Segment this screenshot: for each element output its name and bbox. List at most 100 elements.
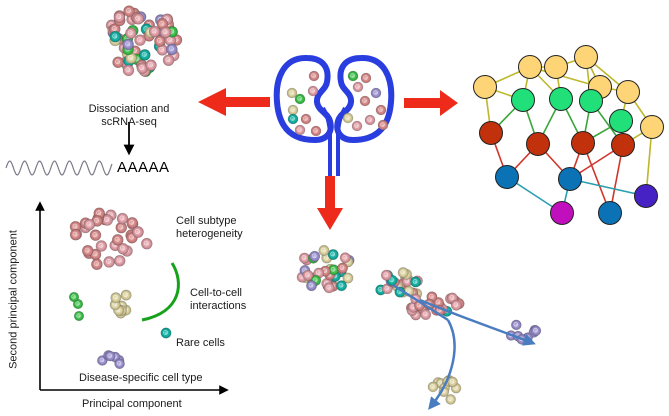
- cell-icon: [81, 244, 94, 257]
- network-node: [598, 201, 622, 225]
- trajectory-branch-right: [419, 298, 536, 346]
- y-axis-label: Second principal component: [7, 230, 20, 369]
- cell-icon: [287, 113, 299, 125]
- kidney-ureter-right: [336, 106, 347, 176]
- mrna-wave: [5, 160, 113, 176]
- cell-icon: [370, 87, 382, 99]
- cell-icon: [308, 70, 320, 82]
- cell-icon: [68, 291, 80, 303]
- cell-icon: [134, 34, 146, 46]
- cell-icon: [351, 120, 363, 132]
- pca-axes: [35, 201, 229, 395]
- cell-icon: [103, 256, 115, 268]
- cell-icon: [159, 26, 172, 39]
- pseudotime-trajectory: [392, 283, 536, 410]
- cell-icon: [342, 272, 354, 284]
- network-node: [571, 131, 595, 155]
- cell-icon: [126, 217, 138, 229]
- cell-icon: [139, 49, 151, 61]
- cell-icon: [327, 249, 339, 261]
- cell-icon: [111, 234, 124, 246]
- cell-icon: [359, 95, 371, 107]
- cell-subtype-label: Cell subtype heterogeneity: [176, 215, 243, 241]
- network-node: [526, 132, 550, 156]
- cell-cluster-overview: [296, 245, 355, 294]
- cell-icon: [116, 212, 129, 225]
- cell-icon: [342, 112, 354, 124]
- network-node: [634, 184, 658, 208]
- cell-icon: [132, 226, 144, 238]
- network-node: [558, 167, 582, 191]
- cell-icon: [328, 264, 340, 276]
- cell-icon: [510, 319, 522, 331]
- cell-icon: [286, 87, 298, 99]
- pca-cells: [68, 207, 172, 370]
- trajectory-branch-down: [428, 319, 456, 410]
- cell-icon: [104, 350, 116, 362]
- cell-icon: [530, 325, 542, 337]
- cell-icon: [72, 298, 84, 310]
- network-edge: [569, 178, 647, 197]
- cell-interaction-label-line2: interactions: [190, 300, 247, 312]
- cell-icon: [447, 376, 458, 388]
- polya-tail-label: AAAAA: [117, 159, 170, 176]
- cell-icon: [83, 218, 96, 231]
- cell-icon: [69, 220, 82, 233]
- cell-icon: [339, 252, 351, 264]
- cell-icon: [115, 221, 128, 234]
- cell-icon: [287, 104, 299, 116]
- cell-icon: [109, 30, 122, 43]
- cell-icon: [113, 254, 126, 267]
- cell-icon: [136, 62, 149, 74]
- network-node: [479, 121, 503, 145]
- branch-cell-groups: [427, 319, 542, 405]
- red-arrow-right: [404, 90, 458, 116]
- cell-icon: [162, 54, 175, 67]
- cell-icon: [122, 38, 134, 51]
- cell-icon: [360, 72, 372, 84]
- cell-icon: [377, 119, 389, 131]
- network-node: [549, 87, 573, 111]
- network-node: [640, 115, 664, 139]
- trajectory-main-line: [392, 283, 449, 322]
- cell-icon: [125, 27, 137, 40]
- cell-icon: [307, 85, 319, 97]
- dissociation-label: Dissociation and scRNA-seq: [44, 103, 214, 129]
- cell-icon: [294, 124, 306, 136]
- cell-icon: [91, 258, 103, 271]
- cell-icon: [117, 242, 129, 255]
- cell-icon: [114, 358, 125, 370]
- cell-icon: [122, 64, 135, 77]
- network-node: [611, 133, 635, 157]
- cell-icon: [445, 394, 456, 405]
- cell-icon: [154, 35, 166, 47]
- cell-icon: [302, 269, 314, 281]
- x-axis-label: Principal component: [82, 398, 182, 410]
- cell-icon: [397, 267, 409, 279]
- network-node: [495, 165, 519, 189]
- cell-icon: [394, 286, 406, 298]
- cell-icon: [123, 5, 135, 17]
- cell-icon: [140, 237, 153, 250]
- cell-icon: [164, 34, 177, 47]
- network-node: [518, 55, 542, 79]
- cell-icon: [95, 240, 108, 252]
- disease-cell-type-label: Disease-specific cell type: [79, 372, 203, 384]
- network-node: [511, 88, 535, 112]
- cell-interaction-label: Cell-to-cell interactions: [190, 287, 246, 313]
- cell-icon: [410, 276, 422, 288]
- network-node: [616, 80, 640, 104]
- cell-icon: [69, 228, 82, 241]
- cell-icon: [318, 245, 330, 257]
- cell-subtype-label-line1: Cell subtype: [176, 215, 237, 227]
- cell-icon: [420, 309, 432, 321]
- kidney-cells: [286, 70, 389, 137]
- cell-icon: [73, 310, 85, 322]
- regulatory-network: [473, 45, 664, 225]
- cell-icon: [120, 289, 132, 301]
- cell-icon: [335, 280, 347, 292]
- cell-icon: [294, 93, 306, 105]
- cell-icon: [364, 114, 376, 126]
- cell-interaction-label-line1: Cell-to-cell: [190, 287, 242, 299]
